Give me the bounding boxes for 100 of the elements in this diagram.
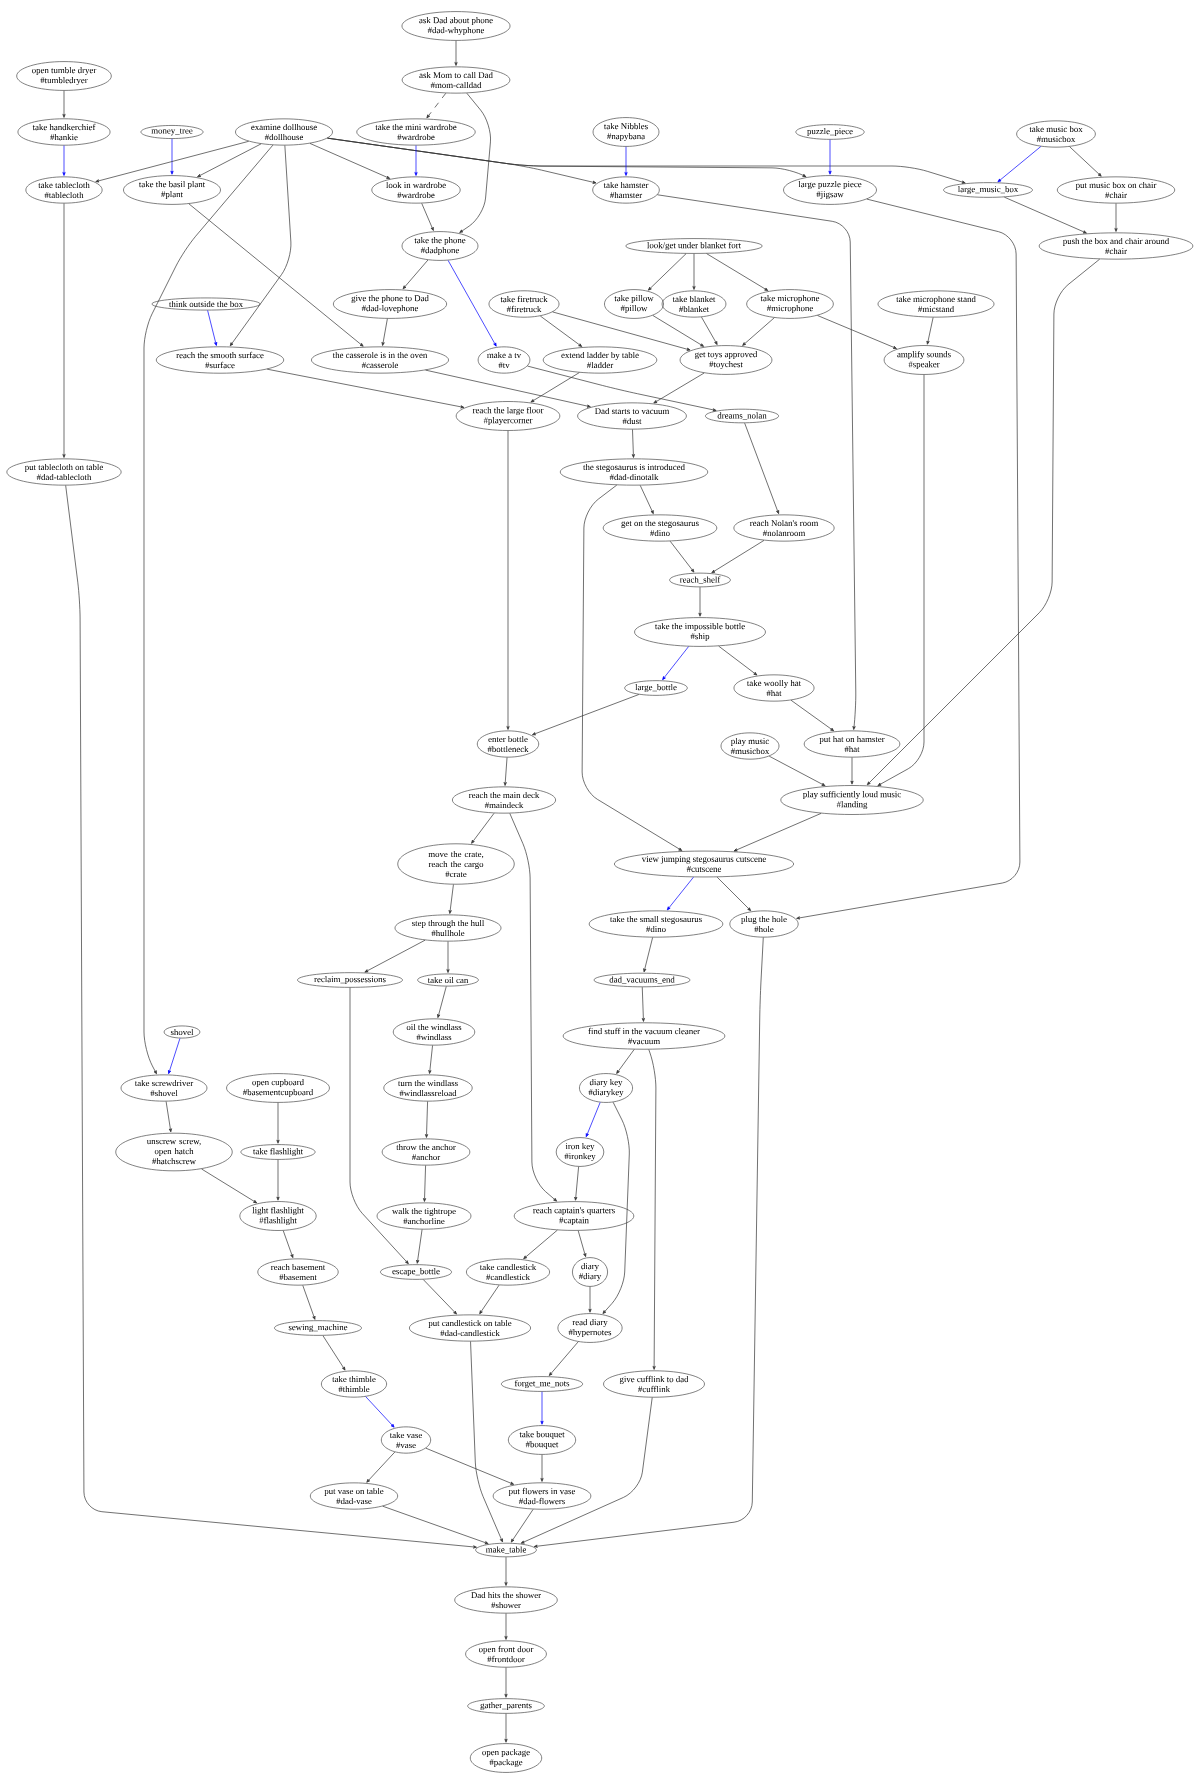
- arrow: [168, 1038, 181, 1074]
- arrow: [447, 260, 497, 347]
- arrow: [616, 1049, 635, 1074]
- arrow: [540, 1454, 544, 1482]
- arrow: [309, 143, 391, 179]
- arrow: [65, 485, 477, 1549]
- arrow: [768, 755, 826, 787]
- arrow: [796, 198, 1021, 920]
- arrow: [1114, 203, 1118, 232]
- arrow: [530, 372, 580, 403]
- arrow: [624, 146, 628, 176]
- arrow: [503, 757, 508, 786]
- arrow: [165, 1101, 172, 1133]
- arrow: [62, 90, 66, 118]
- arrow: [585, 1102, 601, 1138]
- arrow: [302, 1285, 316, 1320]
- arrow: [266, 368, 465, 409]
- arrow: [1069, 146, 1102, 177]
- arrow: [381, 318, 388, 346]
- arrow: [581, 484, 683, 851]
- arrow: [197, 143, 262, 178]
- arrow: [698, 586, 702, 617]
- arrow: [850, 757, 854, 785]
- arrow: [643, 937, 653, 973]
- arrow: [648, 1049, 657, 1370]
- arrow: [506, 430, 510, 730]
- arrow: [62, 145, 66, 176]
- arrow: [652, 315, 704, 347]
- arrow: [349, 987, 409, 1265]
- arrow: [366, 1451, 396, 1483]
- arrow: [701, 316, 718, 345]
- arrow: [423, 1165, 427, 1202]
- arrow: [454, 40, 458, 66]
- arrow: [276, 1159, 280, 1201]
- arrow: [504, 1556, 508, 1586]
- arrow: [1004, 196, 1087, 234]
- arrow: [577, 1230, 587, 1258]
- arrow: [62, 203, 66, 458]
- arrow: [540, 1391, 544, 1425]
- arrow: [527, 365, 717, 412]
- arrow: [926, 317, 934, 345]
- arrow: [716, 876, 752, 912]
- arrow: [790, 699, 835, 732]
- arrow: [188, 203, 364, 347]
- arrow: [382, 1505, 489, 1545]
- arrow: [143, 144, 274, 1075]
- arrow: [997, 146, 1042, 183]
- arrow: [364, 939, 426, 973]
- arrow: [733, 813, 822, 852]
- arrow: [276, 1102, 280, 1144]
- arrow: [877, 374, 925, 786]
- arrow: [866, 258, 1100, 786]
- arrow: [459, 92, 491, 233]
- arrow: [95, 140, 249, 183]
- arrow: [706, 253, 769, 291]
- arrow: [692, 253, 696, 290]
- arrow: [416, 1229, 423, 1264]
- arrow: [170, 138, 174, 175]
- arrow: [641, 986, 645, 1022]
- arrow: [282, 1230, 294, 1259]
- arrow: [540, 315, 583, 347]
- arrow: [422, 1279, 457, 1315]
- arrow: [425, 1447, 515, 1485]
- arrow: [425, 1101, 429, 1138]
- arrow: [426, 92, 447, 119]
- arrow: [574, 1166, 579, 1201]
- arrow: [669, 540, 695, 573]
- arrow: [828, 139, 832, 175]
- arrow: [742, 317, 775, 346]
- arrow: [588, 1286, 592, 1313]
- arrow: [602, 1101, 630, 1314]
- arrow: [425, 369, 591, 408]
- arrow: [402, 259, 429, 290]
- arrow: [479, 1284, 500, 1315]
- arrow: [322, 1335, 346, 1371]
- arrow: [647, 253, 687, 291]
- arrow: [510, 1509, 534, 1543]
- arrow: [631, 429, 635, 458]
- arrow: [718, 645, 758, 676]
- arrow: [639, 485, 654, 515]
- arrow: [533, 937, 764, 1548]
- arrow: [504, 1713, 508, 1743]
- arrow: [365, 1396, 395, 1428]
- arrow: [711, 540, 765, 574]
- arrow: [653, 372, 705, 404]
- arrow: [421, 203, 434, 231]
- arrow: [552, 311, 691, 351]
- arrow: [207, 310, 218, 346]
- arrow: [448, 884, 454, 914]
- arrow: [509, 813, 558, 1202]
- arrow: [817, 315, 897, 349]
- arrow: [414, 145, 418, 176]
- arrow: [504, 1667, 508, 1698]
- arrow: [662, 646, 689, 680]
- arrow: [666, 876, 694, 911]
- arrow: [229, 145, 292, 347]
- arrow: [470, 1341, 503, 1543]
- arrow: [428, 1045, 433, 1074]
- arrow: [520, 1397, 653, 1544]
- arrow: [744, 422, 779, 514]
